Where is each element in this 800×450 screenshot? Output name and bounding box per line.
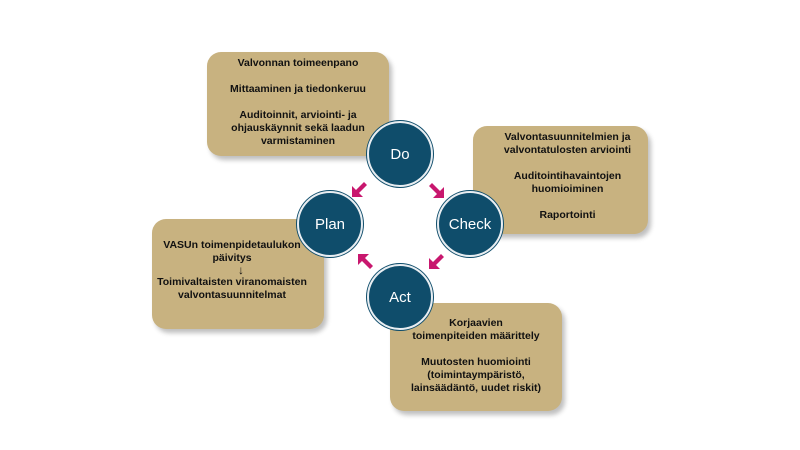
plan-text-1b: päivitys [212, 252, 252, 264]
check-text-3: Raportointi [539, 209, 596, 221]
act-text-1b: toimenpiteiden määrittely [412, 330, 540, 342]
do-text-2: Mittaaminen ja tiedonkeruu [230, 83, 366, 95]
check-text-2b: huomioiminen [531, 183, 604, 195]
do-text-3a: Auditoinnit, arviointi- ja [239, 109, 357, 121]
plan-text-2b: valvontasuunnitelmat [178, 289, 286, 301]
check-text-1a: Valvontasuunnitelmien ja [504, 131, 631, 143]
act-text-2c: lainsäädäntö, uudet riskit) [410, 382, 542, 394]
plan-text-2a: Toimivaltaisten viranomaisten [157, 276, 307, 288]
act-circle: Act [367, 264, 433, 330]
do-box: Valvonnan toimeenpano Mittaaminen ja tie… [207, 52, 389, 156]
plan-text-1a: VASUn toimenpidetaulukon [163, 239, 301, 251]
act-text-2b: (toimintaympäristö, [427, 369, 525, 381]
do-circle: Do [367, 121, 433, 187]
arrow-do-to-check-icon [429, 183, 444, 198]
do-text-1: Valvonnan toimeenpano [237, 57, 359, 69]
check-text-1b: valvontatulosten arviointi [503, 144, 632, 156]
check-text-2a: Auditointihavaintojen [513, 170, 622, 182]
plan-box: VASUn toimenpidetaulukon päivitys ↓ Toim… [152, 219, 324, 329]
act-text-1a: Korjaavien [449, 317, 503, 329]
arrow-check-to-act-icon [429, 254, 444, 269]
plan-circle: Plan [297, 191, 363, 257]
check-circle: Check [437, 191, 503, 257]
do-text-3b: ohjauskäynnit sekä laadun [231, 122, 365, 134]
act-text-2a: Muutosten huomiointi [421, 356, 531, 368]
plan-down-arrow-icon: ↓ [238, 263, 244, 277]
arrow-act-to-plan-icon [358, 254, 373, 269]
arrow-plan-to-do-icon [352, 182, 367, 197]
do-text-3c: varmistaminen [260, 135, 336, 147]
